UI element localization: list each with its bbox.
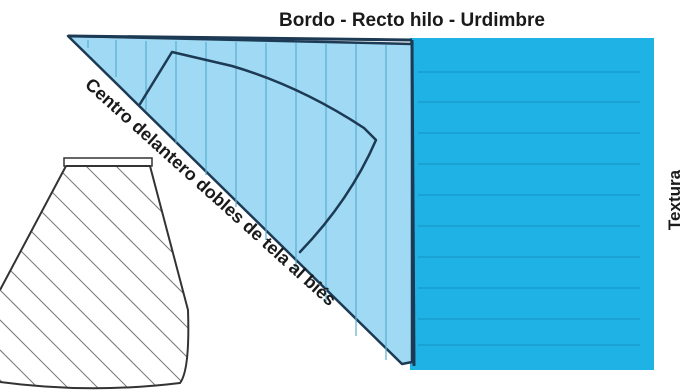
skirt-outline — [0, 165, 190, 390]
label-texture: Textura — [665, 169, 682, 230]
label-top-edge: Bordo - Recto hilo - Urdimbre — [279, 10, 545, 31]
fabric-horizontal-threads — [418, 71, 640, 346]
skirt-waistband — [63, 157, 153, 167]
fabric-block-bright — [410, 38, 654, 370]
top-edge-line — [67, 34, 413, 42]
pattern-piece-outline — [138, 50, 378, 254]
skirt-illustration — [0, 157, 190, 390]
triangle-grain-lines — [87, 40, 387, 360]
fold-edge-line — [410, 39, 416, 367]
